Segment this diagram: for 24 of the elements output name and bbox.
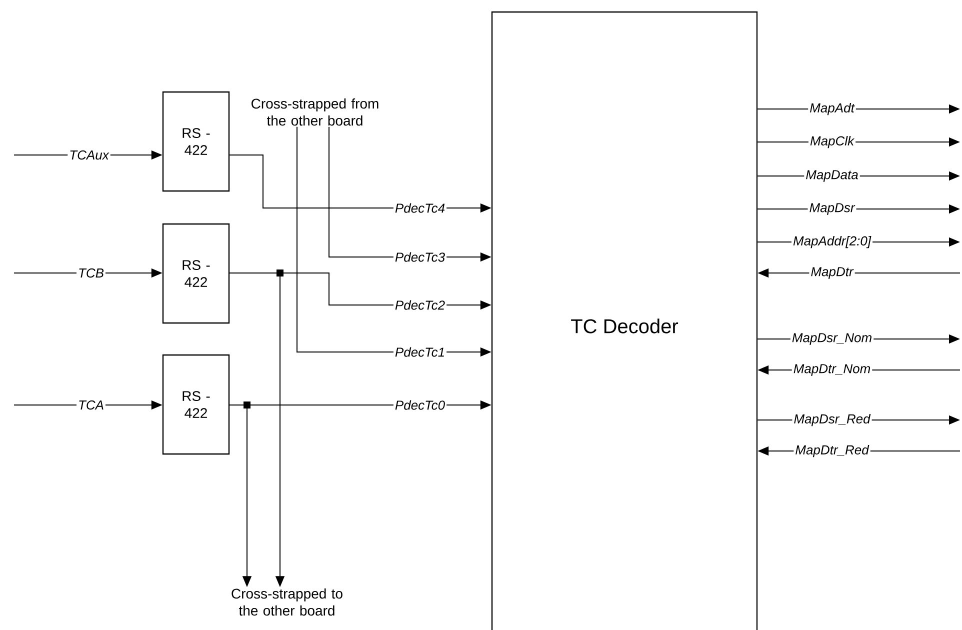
signal-label: MapAddr[2:0] <box>791 234 873 250</box>
signal-label: TCB <box>76 266 106 280</box>
decoder-box: TC Decoder <box>491 11 758 630</box>
signal-label: MapAdt <box>808 101 856 117</box>
rs422-box: RS - 422 <box>162 223 230 324</box>
signal-label: PdecTc4 <box>393 202 447 214</box>
signal-label: MapDsr <box>808 202 856 216</box>
signal-label: MapDsr_Red <box>792 412 872 428</box>
signal-label: PdecTc0 <box>393 398 447 412</box>
signal-label: TCA <box>76 398 106 412</box>
signal-label: MapData <box>804 168 860 184</box>
signal-label: PdecTc1 <box>393 346 447 358</box>
rs422-box: RS - 422 <box>162 91 230 192</box>
signal-label: TCAux <box>68 148 110 162</box>
signal-label: PdecTc3 <box>393 250 447 264</box>
signal-label: MapDtr_Nom <box>792 362 872 378</box>
note-text: Cross-strapped from the other board <box>252 98 378 126</box>
signal-label: MapClk <box>808 134 856 150</box>
signal-label: MapDtr <box>809 266 855 280</box>
signal-label: PdecTc2 <box>393 298 447 312</box>
signal-label: MapDtr_Red <box>794 443 870 459</box>
rs422-box: RS - 422 <box>162 354 230 455</box>
signal-label: MapDsr_Nom <box>790 332 874 346</box>
note-text: Cross-strapped to the other board <box>232 588 342 616</box>
